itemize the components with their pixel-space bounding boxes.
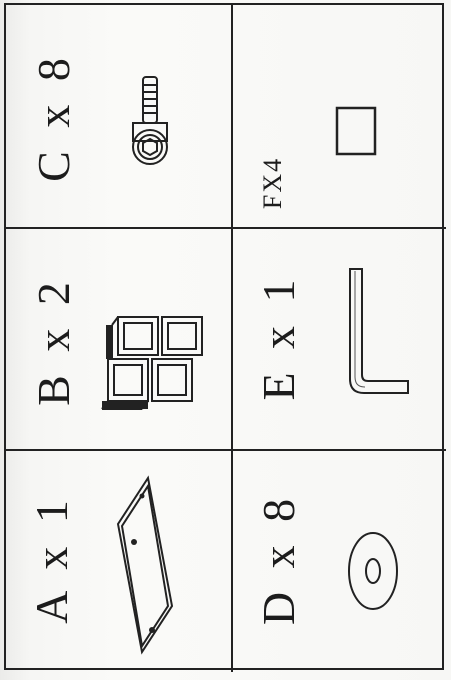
part-label-c: C x 8: [31, 52, 77, 182]
screw-icon: [121, 75, 191, 175]
part-label-a: A x 1: [29, 494, 75, 624]
part-label-b: B x 2: [31, 276, 77, 406]
part-cell-fx: FX4: [233, 5, 446, 229]
part-label-e: E x 1: [256, 273, 302, 400]
part-label-d: D x 8: [256, 493, 302, 625]
bracket-frame-icon: [98, 309, 218, 419]
part-cell-b: B x 2: [6, 229, 233, 451]
allen-key-icon: [338, 259, 418, 409]
part-cell-e: E x 1: [233, 229, 446, 451]
washer-icon: [343, 526, 403, 616]
parts-grid: C x 8 FX4: [4, 3, 444, 670]
part-label-fx: FX4: [260, 157, 286, 209]
part-cell-c: C x 8: [6, 5, 233, 229]
square-icon: [333, 100, 383, 160]
panel-plate-icon: [106, 466, 196, 656]
part-cell-a: A x 1: [6, 451, 233, 672]
part-cell-d: D x 8: [233, 451, 446, 672]
